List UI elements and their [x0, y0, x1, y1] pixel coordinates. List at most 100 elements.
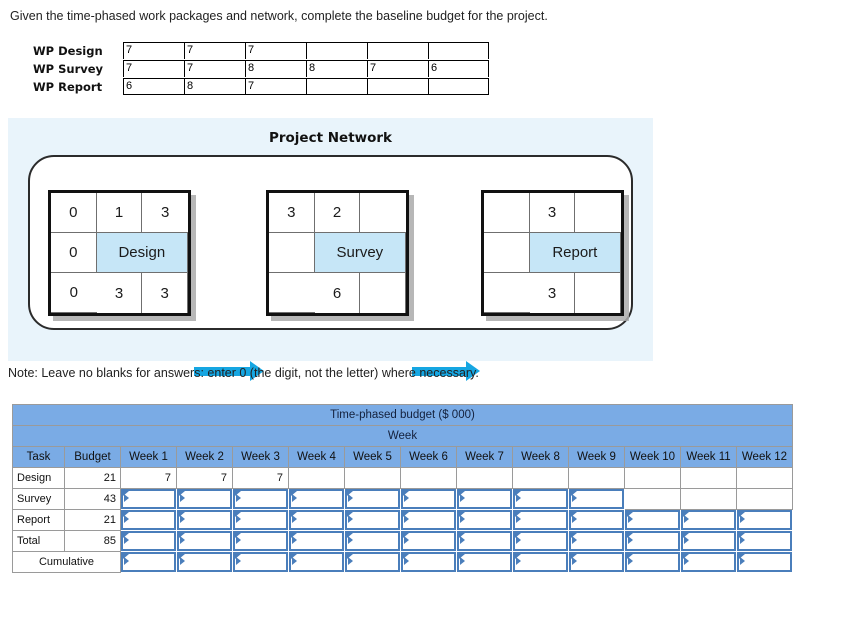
input-survey-week-1[interactable] — [121, 489, 177, 510]
input-total-week-4[interactable] — [289, 531, 345, 552]
input-report-week-10[interactable] — [625, 510, 681, 531]
input-box[interactable] — [289, 510, 344, 530]
input-box[interactable] — [681, 552, 736, 572]
input-box[interactable] — [457, 552, 512, 572]
wp-cell: 7 — [184, 60, 245, 77]
input-cumulative-week-12[interactable] — [737, 552, 793, 573]
input-box[interactable] — [121, 489, 176, 509]
input-cumulative-week-5[interactable] — [345, 552, 401, 573]
input-box[interactable] — [345, 531, 400, 551]
input-report-week-6[interactable] — [401, 510, 457, 531]
input-box[interactable] — [569, 489, 624, 509]
input-box[interactable] — [569, 510, 624, 530]
node-cell-ef: 3 — [142, 193, 188, 233]
input-box[interactable] — [233, 531, 288, 551]
node-cell-id: 3 — [97, 273, 143, 313]
input-box[interactable] — [177, 531, 232, 551]
input-cumulative-week-11[interactable] — [681, 552, 737, 573]
wp-cell: 7 — [123, 42, 184, 59]
input-box[interactable] — [401, 552, 456, 572]
input-box[interactable] — [177, 552, 232, 572]
input-box[interactable] — [457, 531, 512, 551]
input-box[interactable] — [289, 489, 344, 509]
input-total-week-8[interactable] — [513, 531, 569, 552]
input-cumulative-week-1[interactable] — [121, 552, 177, 573]
input-total-week-9[interactable] — [569, 531, 625, 552]
input-total-week-6[interactable] — [401, 531, 457, 552]
input-box[interactable] — [401, 531, 456, 551]
input-survey-week-9[interactable] — [569, 489, 625, 510]
input-report-week-8[interactable] — [513, 510, 569, 531]
input-total-week-2[interactable] — [177, 531, 233, 552]
node-cell-id: 3 — [530, 273, 576, 313]
input-box[interactable] — [737, 531, 792, 551]
input-box[interactable] — [289, 531, 344, 551]
input-box[interactable] — [345, 510, 400, 530]
input-box[interactable] — [289, 552, 344, 572]
input-survey-week-7[interactable] — [457, 489, 513, 510]
input-report-week-1[interactable] — [121, 510, 177, 531]
input-cumulative-week-8[interactable] — [513, 552, 569, 573]
input-total-week-1[interactable] — [121, 531, 177, 552]
input-total-week-12[interactable] — [737, 531, 793, 552]
input-cumulative-week-7[interactable] — [457, 552, 513, 573]
input-cumulative-week-9[interactable] — [569, 552, 625, 573]
input-survey-week-2[interactable] — [177, 489, 233, 510]
cell-design-week-10 — [624, 467, 681, 489]
input-box[interactable] — [457, 510, 512, 530]
input-total-week-5[interactable] — [345, 531, 401, 552]
input-box[interactable] — [513, 510, 568, 530]
input-box[interactable] — [625, 510, 680, 530]
input-report-week-2[interactable] — [177, 510, 233, 531]
input-box[interactable] — [737, 552, 792, 572]
input-box[interactable] — [345, 489, 400, 509]
input-box[interactable] — [681, 531, 736, 551]
wp-cell: 7 — [123, 60, 184, 77]
input-box[interactable] — [233, 552, 288, 572]
input-box[interactable] — [401, 510, 456, 530]
input-box[interactable] — [345, 552, 400, 572]
input-report-week-9[interactable] — [569, 510, 625, 531]
col-header-week-9: Week 9 — [568, 446, 625, 468]
input-total-week-11[interactable] — [681, 531, 737, 552]
cell-design-week-5 — [344, 467, 401, 489]
input-report-week-5[interactable] — [345, 510, 401, 531]
input-total-week-3[interactable] — [233, 531, 289, 552]
input-cumulative-week-2[interactable] — [177, 552, 233, 573]
input-box[interactable] — [681, 510, 736, 530]
input-report-week-4[interactable] — [289, 510, 345, 531]
input-box[interactable] — [457, 489, 512, 509]
input-box[interactable] — [513, 552, 568, 572]
input-survey-week-8[interactable] — [513, 489, 569, 510]
wp-cell — [306, 78, 367, 95]
input-box[interactable] — [121, 510, 176, 530]
input-box[interactable] — [177, 510, 232, 530]
input-box[interactable] — [737, 510, 792, 530]
input-box[interactable] — [233, 489, 288, 509]
input-cumulative-week-6[interactable] — [401, 552, 457, 573]
input-box[interactable] — [121, 552, 176, 572]
input-survey-week-5[interactable] — [345, 489, 401, 510]
input-box[interactable] — [513, 489, 568, 509]
input-report-week-12[interactable] — [737, 510, 793, 531]
input-box[interactable] — [569, 552, 624, 572]
input-box[interactable] — [625, 531, 680, 551]
input-report-week-3[interactable] — [233, 510, 289, 531]
input-box[interactable] — [121, 531, 176, 551]
input-box[interactable] — [625, 552, 680, 572]
input-survey-week-6[interactable] — [401, 489, 457, 510]
input-cumulative-week-4[interactable] — [289, 552, 345, 573]
input-box[interactable] — [177, 489, 232, 509]
input-box[interactable] — [401, 489, 456, 509]
input-report-week-7[interactable] — [457, 510, 513, 531]
input-survey-week-4[interactable] — [289, 489, 345, 510]
input-cumulative-week-3[interactable] — [233, 552, 289, 573]
input-box[interactable] — [569, 531, 624, 551]
input-report-week-11[interactable] — [681, 510, 737, 531]
input-box[interactable] — [513, 531, 568, 551]
input-box[interactable] — [233, 510, 288, 530]
input-total-week-7[interactable] — [457, 531, 513, 552]
input-total-week-10[interactable] — [625, 531, 681, 552]
input-cumulative-week-10[interactable] — [625, 552, 681, 573]
input-survey-week-3[interactable] — [233, 489, 289, 510]
